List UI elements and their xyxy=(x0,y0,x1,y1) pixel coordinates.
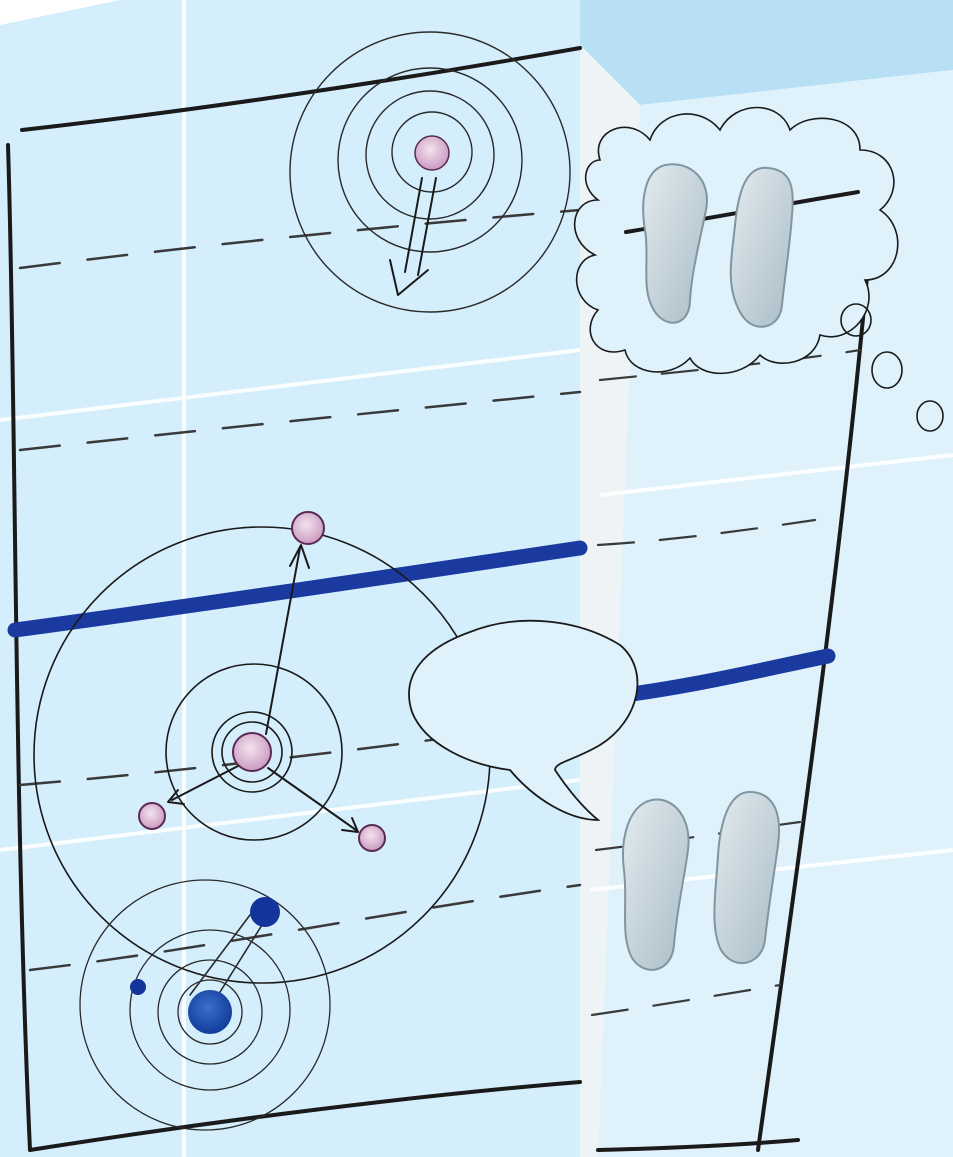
bottom-blue-particle-large xyxy=(188,990,232,1034)
right-purple-particle xyxy=(359,825,385,851)
left-purple-particle xyxy=(139,803,165,829)
bottom-blue-particle-small xyxy=(130,979,146,995)
up-purple-particle xyxy=(292,512,324,544)
bottom-blue-particle-top xyxy=(250,897,280,927)
top-purple-particle xyxy=(415,136,449,170)
